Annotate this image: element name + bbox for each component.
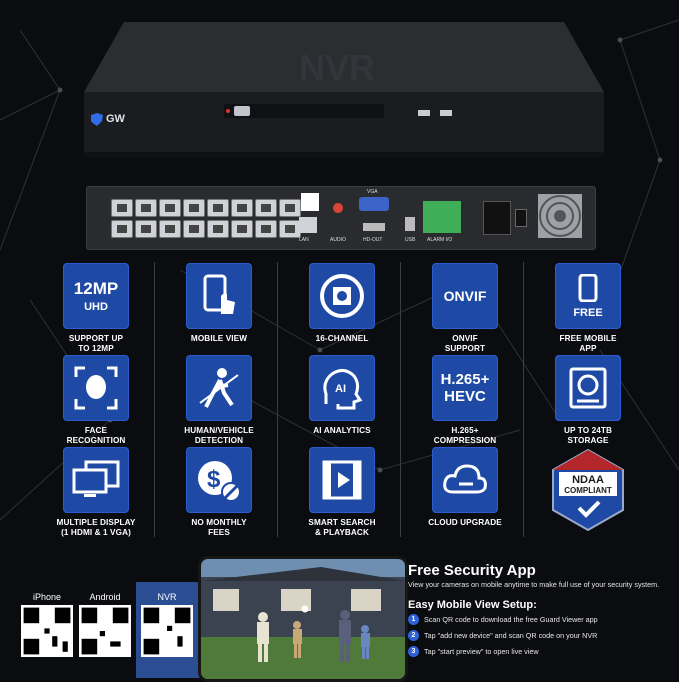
iphone-qr[interactable]: iPhone — [20, 592, 74, 662]
svg-text:AI: AI — [335, 383, 346, 395]
nvr-qr[interactable]: NVR — [140, 592, 194, 662]
nvr-front-panel: NVR — [84, 22, 604, 158]
poe-port — [255, 220, 277, 238]
poe-port — [279, 199, 301, 217]
vga-port — [359, 197, 389, 211]
poe-port — [159, 199, 181, 217]
hdout-label: HD-OUT — [363, 237, 383, 243]
poe-port — [231, 220, 253, 238]
power-switch — [515, 209, 527, 227]
lan-port — [299, 217, 317, 233]
feature-ai-analytics: AI AI ANALYTICS — [287, 356, 397, 436]
hard-drive-icon — [556, 356, 620, 420]
feature-h265: H.265+HEVC H.265+COMPRESSION — [410, 356, 520, 446]
brand-name: GW — [106, 113, 125, 125]
film-play-icon — [310, 448, 374, 512]
feature-ndaa: NDAA COMPLIANT — [533, 448, 643, 532]
feature-smart-search: SMART SEARCH& PLAYBACK — [287, 448, 397, 538]
svg-text:COMPLIANT: COMPLIANT — [564, 486, 612, 495]
shield-icon — [91, 113, 103, 126]
step-text: Tap "add new device" and scan QR code on… — [424, 631, 598, 640]
cloud-icon — [433, 448, 497, 512]
poe-port — [135, 220, 157, 238]
no-fee-icon: $ — [187, 448, 251, 512]
brand-logo: GW — [90, 112, 125, 126]
qr-code-icon — [79, 605, 131, 657]
lan-label: LAN — [299, 237, 309, 243]
android-label: Android — [89, 592, 121, 602]
column-divider — [400, 262, 401, 537]
16-channel-icon — [310, 264, 374, 328]
nvr-back-panel: LAN AUDIO VGA HD-OUT USB ALARM I/O — [86, 186, 596, 250]
phone-touch-icon — [187, 264, 251, 328]
step-text: Tap "start preview" to open live view — [424, 647, 539, 656]
setup-title: Easy Mobile View Setup: — [408, 599, 537, 611]
human-vehicle-icon — [187, 356, 251, 420]
poe-port — [207, 220, 229, 238]
qr-sticker — [301, 193, 319, 211]
onvif-logo-icon: ONVIF — [433, 264, 497, 328]
step-number: 2 — [408, 630, 419, 641]
family-photo — [198, 556, 408, 682]
poe-port — [255, 199, 277, 217]
poe-port — [183, 199, 205, 217]
face-scan-icon — [64, 356, 128, 420]
iphone-label: iPhone — [32, 592, 62, 602]
app-title: Free Security App — [408, 562, 536, 579]
poe-port — [183, 220, 205, 238]
usb-port — [405, 217, 415, 231]
svg-text:NVR: NVR — [299, 47, 375, 88]
poe-port — [231, 199, 253, 217]
setup-step: 3 Tap "start preview" to open live view — [408, 646, 539, 657]
feature-mobile-view: MOBILE VIEW — [164, 264, 274, 344]
alarm-terminal — [423, 201, 461, 233]
setup-step: 1 Scan QR code to download the free Guar… — [408, 614, 598, 625]
qr-code-icon — [141, 605, 193, 657]
free-phone-icon: FREE — [556, 264, 620, 328]
h265-icon: H.265+HEVC — [433, 356, 497, 420]
column-divider — [154, 262, 155, 537]
multi-monitor-icon — [64, 448, 128, 512]
poe-port — [207, 199, 229, 217]
hdmi-port — [363, 223, 385, 231]
poe-port — [279, 220, 301, 238]
step-text: Scan QR code to download the free Guard … — [424, 615, 598, 624]
audio-jacks — [333, 203, 343, 213]
column-divider — [523, 262, 524, 537]
app-subtitle: View your cameras on mobile anytime to m… — [408, 580, 660, 589]
alarm-label: ALARM I/O — [427, 237, 453, 243]
poe-port — [135, 199, 157, 217]
poe-port-grid — [111, 199, 301, 238]
vga-label: VGA — [367, 189, 378, 195]
ai-head-icon: AI — [310, 356, 374, 420]
audio-label: AUDIO — [330, 237, 346, 243]
setup-step: 2 Tap "add new device" and scan QR code … — [408, 630, 597, 641]
usb-label: USB — [405, 237, 416, 243]
feature-cloud-upgrade: CLOUD UPGRADE — [410, 448, 520, 528]
feature-16-channel: 16-CHANNEL — [287, 264, 397, 344]
svg-text:$: $ — [207, 466, 221, 493]
column-divider — [277, 262, 278, 537]
nvr-label: NVR — [157, 592, 177, 602]
step-number: 1 — [408, 614, 419, 625]
svg-text:NDAA: NDAA — [572, 474, 604, 486]
power-socket — [483, 201, 511, 235]
poe-port — [159, 220, 181, 238]
poe-port — [111, 199, 133, 217]
qr-code-icon — [21, 605, 73, 657]
fan-icon — [538, 194, 582, 238]
feature-multiple-display: MULTIPLE DISPLAY(1 HDMI & 1 VGA) — [41, 448, 151, 538]
android-qr[interactable]: Android — [78, 592, 132, 662]
poe-port — [111, 220, 133, 238]
step-number: 3 — [408, 646, 419, 657]
ndaa-badge-icon: NDAA COMPLIANT — [552, 448, 624, 532]
